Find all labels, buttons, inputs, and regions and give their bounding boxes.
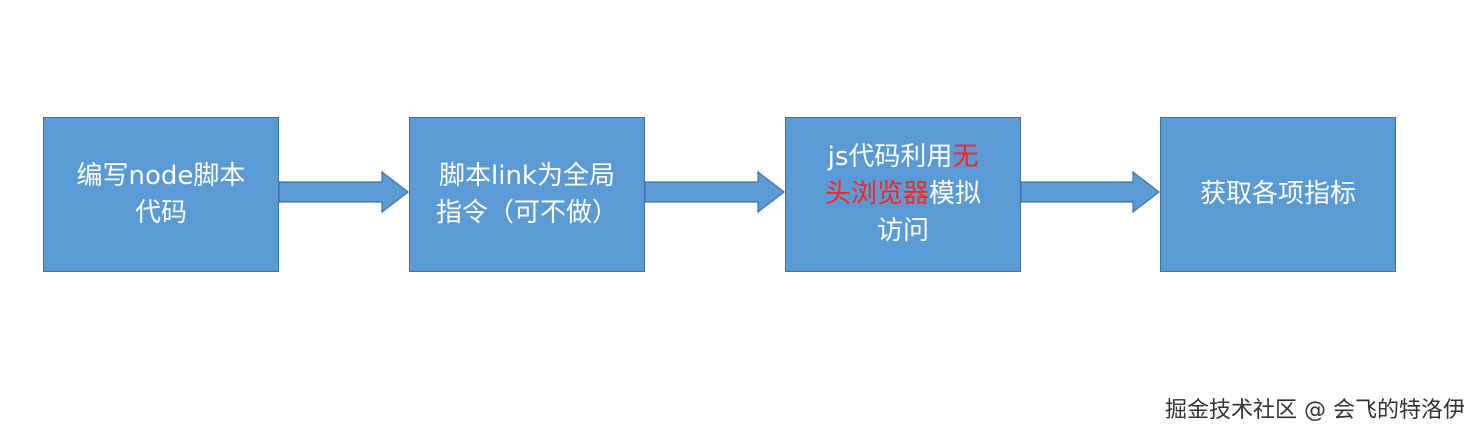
watermark: 掘金技术社区 @ 会飞的特洛伊 [1165, 398, 1465, 423]
step-2-line-1: 脚本link为全局 [439, 160, 615, 191]
step-headless-browser-visit: js代码利用无 头浏览器模拟 访问 [785, 117, 1021, 272]
step-1-line-2: 代码 [134, 197, 187, 228]
step-3-line-3: 访问 [876, 216, 929, 246]
step-write-node-script: 编写node脚本 代码 [43, 117, 279, 272]
step-link-global-command: 脚本link为全局 指令（可不做） [409, 117, 645, 272]
arrow-2-to-3 [645, 170, 785, 214]
step-write-node-script-label: 编写node脚本 代码 [77, 158, 246, 232]
step-get-metrics: 获取各项指标 [1160, 117, 1396, 272]
arrow-1-to-2 [279, 170, 409, 214]
step-3-line-1b-highlight: 无 [952, 142, 979, 172]
step-link-global-command-label: 脚本link为全局 指令（可不做） [436, 158, 618, 232]
step-1-line-1: 编写node脚本 [76, 160, 246, 191]
step-2-line-2: 指令（可不做） [435, 197, 618, 228]
step-3-line-2b: 模拟 [929, 179, 982, 209]
step-3-line-1a: js代码利用 [827, 142, 953, 172]
arrow-3-to-4 [1021, 170, 1160, 214]
step-4-line-1: 获取各项指标 [1199, 179, 1356, 209]
step-headless-browser-visit-label: js代码利用无 头浏览器模拟 访问 [825, 139, 981, 250]
step-3-line-2a-highlight: 头浏览器 [824, 179, 929, 209]
